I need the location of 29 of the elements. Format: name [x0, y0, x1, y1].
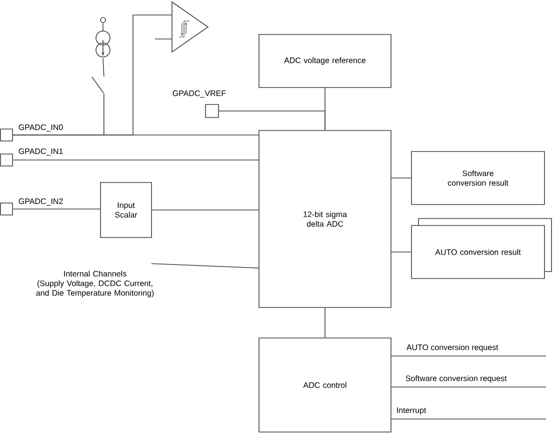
current-source-symbol: [96, 17, 110, 58]
signal-label: AUTO conversion request: [406, 344, 498, 352]
pad-square: [0, 154, 13, 166]
stacked-box: AUTO conversion result: [411, 218, 552, 279]
connector-line: [154, 38, 172, 40]
process-box: ADC control: [258, 338, 392, 432]
pin-label: GPADC_IN2: [18, 198, 63, 206]
process-box: 12-bit sigma delta ADC: [258, 130, 392, 308]
pin-label: GPADC_IN0: [18, 124, 63, 132]
pad-square: [0, 202, 13, 216]
pad-square: [205, 104, 219, 118]
signal-label: Interrupt: [397, 407, 426, 415]
connector-line: [151, 263, 259, 268]
connector-line: [12, 93, 104, 136]
connector-line: [102, 58, 104, 77]
connector-line: [391, 418, 546, 420]
channel-text: Internal Channels (Supply Voltage, DCDC Current, and Die Temperature Monitoring): [36, 270, 154, 298]
switch-symbol: [92, 76, 104, 94]
process-box: Software conversion result: [411, 151, 545, 205]
pin-label: GPADC_VREF: [172, 90, 226, 98]
pad-square: [0, 128, 13, 142]
process-box: ADC voltage reference: [258, 34, 392, 88]
process-box: Input Scalar: [100, 182, 152, 238]
connector-line: [391, 386, 546, 388]
connector-line: [12, 208, 100, 210]
connector-line: [324, 88, 326, 130]
pin-label: GPADC_IN1: [18, 148, 63, 156]
signal-label: Software conversion request: [406, 375, 507, 383]
connector-line: [324, 308, 326, 338]
